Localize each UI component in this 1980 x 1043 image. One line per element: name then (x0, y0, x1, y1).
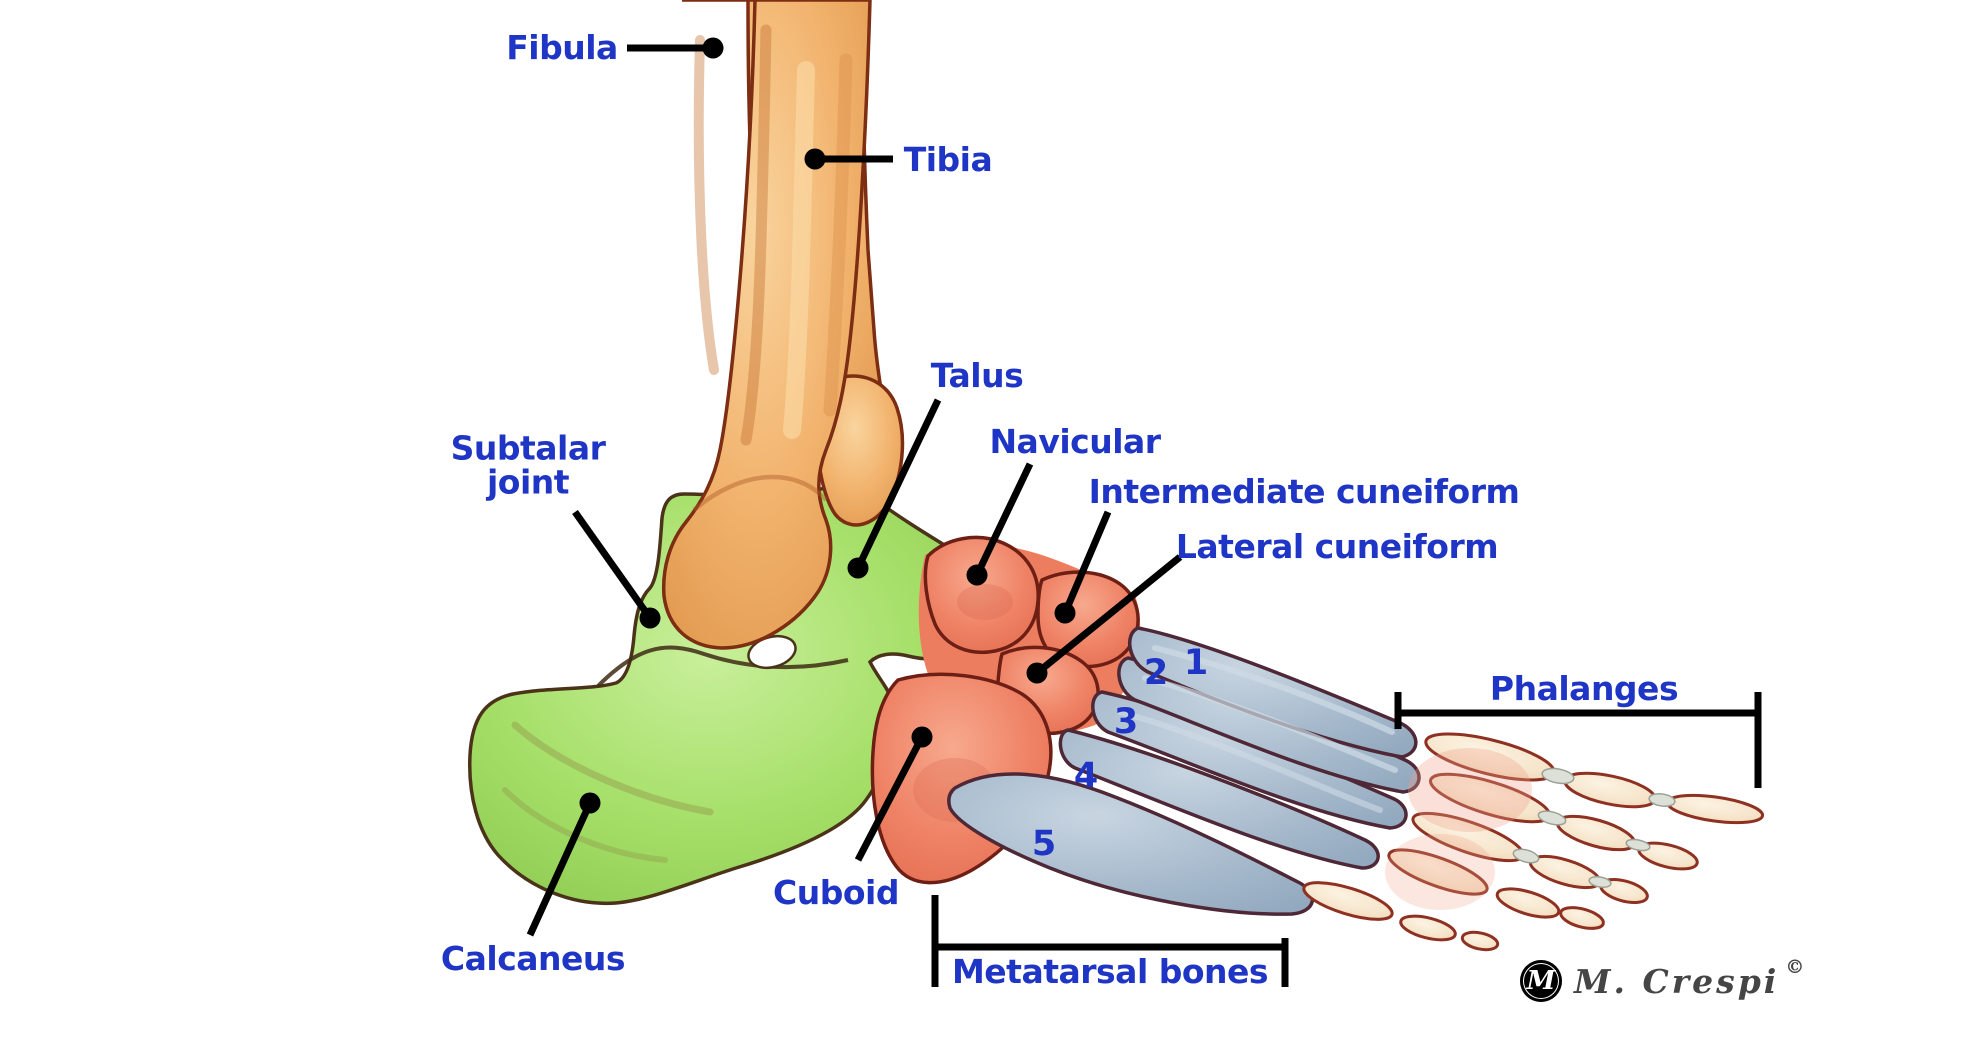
subtalar-joint-dot (639, 607, 661, 629)
metatarsal-number-3: 3 (1113, 701, 1139, 742)
toe-5-phalanges (1302, 881, 1500, 952)
navicular-shading (957, 584, 1013, 620)
navicular-dot (966, 564, 988, 586)
label-fibula: Fibula (506, 27, 618, 67)
label-phalanges: Phalanges (1489, 668, 1679, 708)
label-talus: Talus (930, 355, 1024, 395)
cuboid-leader-line (854, 735, 926, 862)
label-intermediate-cuneiform: Intermediate cuneiform (1088, 471, 1520, 511)
metatarsal-number-1: 1 (1183, 642, 1209, 683)
calcaneus-contour-2 (502, 787, 668, 863)
calcaneus-dot (579, 792, 601, 814)
label-tibia: Tibia (903, 139, 993, 179)
artist-signature: M M. Crespi © (1520, 956, 1805, 1004)
metatarsal-bracket (931, 895, 1289, 987)
copyright-symbol: © (1785, 956, 1805, 978)
label-cuboid: Cuboid (773, 872, 899, 912)
artist-name: M. Crespi (1574, 961, 1780, 1001)
metatarsal-2-highlight (1142, 675, 1398, 773)
tibia-highlight (783, 61, 815, 439)
subtalar-joint-leader-line (572, 509, 653, 621)
metatarsal-number-4: 4 (1073, 755, 1099, 796)
toe-4-phalanges (1387, 848, 1605, 930)
metatarsal-3-highlight (1117, 709, 1383, 813)
fibula-shading (693, 35, 719, 375)
tibia-shading-right (823, 53, 853, 417)
tibia-epiphysis-seam (692, 474, 828, 512)
tibia-dot (804, 148, 826, 170)
navicular-bone (923, 535, 1040, 654)
navicular-leader-line (973, 462, 1034, 577)
cuboid-dot (911, 726, 933, 748)
talus-leader-line (854, 398, 942, 570)
fibula-dot (702, 37, 724, 59)
lateral-cuneiform-leader-line (1034, 554, 1183, 676)
label-navicular: Navicular (989, 421, 1161, 461)
lateral-cuneiform-dot (1026, 662, 1048, 684)
metatarsal-number-5: 5 (1031, 823, 1057, 864)
metatarsal-5-bone (947, 772, 1315, 916)
metatarsal-1-highlight (1152, 645, 1395, 735)
intermediate-cuneiform-leader-line (1061, 510, 1112, 615)
label-lateral-cuneiform: Lateral cuneiform (1175, 526, 1499, 566)
label-metatarsal-bones: Metatarsal bones (951, 951, 1269, 991)
label-subtalar-joint: Subtalar joint (450, 428, 606, 502)
artist-monogram-letter: M (1526, 966, 1556, 996)
intermediate-cuneiform-dot (1054, 602, 1076, 624)
artist-monogram-logo: M (1520, 960, 1562, 1002)
phalanges-bracket (1394, 692, 1762, 788)
intermediate-cuneiform-bone (1036, 570, 1140, 669)
calcaneus-contour-1 (511, 721, 714, 816)
subtalar-joint-seam (596, 645, 849, 688)
toe-base-pink-tint-2 (1385, 834, 1495, 910)
label-calcaneus: Calcaneus (440, 938, 626, 978)
metatarsal-4-bone (1058, 728, 1380, 870)
toe-joint-bands (1512, 767, 1676, 889)
talus-dot (847, 557, 869, 579)
toe-base-pink-tint-1 (1408, 748, 1532, 832)
label-subtalar-joint-line2: joint (486, 463, 570, 502)
metatarsal-number-2: 2 (1143, 652, 1169, 693)
tibia-shading-left (740, 24, 772, 446)
calcaneus-leader-line (526, 801, 594, 937)
label-subtalar-joint-line1: Subtalar (450, 428, 606, 468)
